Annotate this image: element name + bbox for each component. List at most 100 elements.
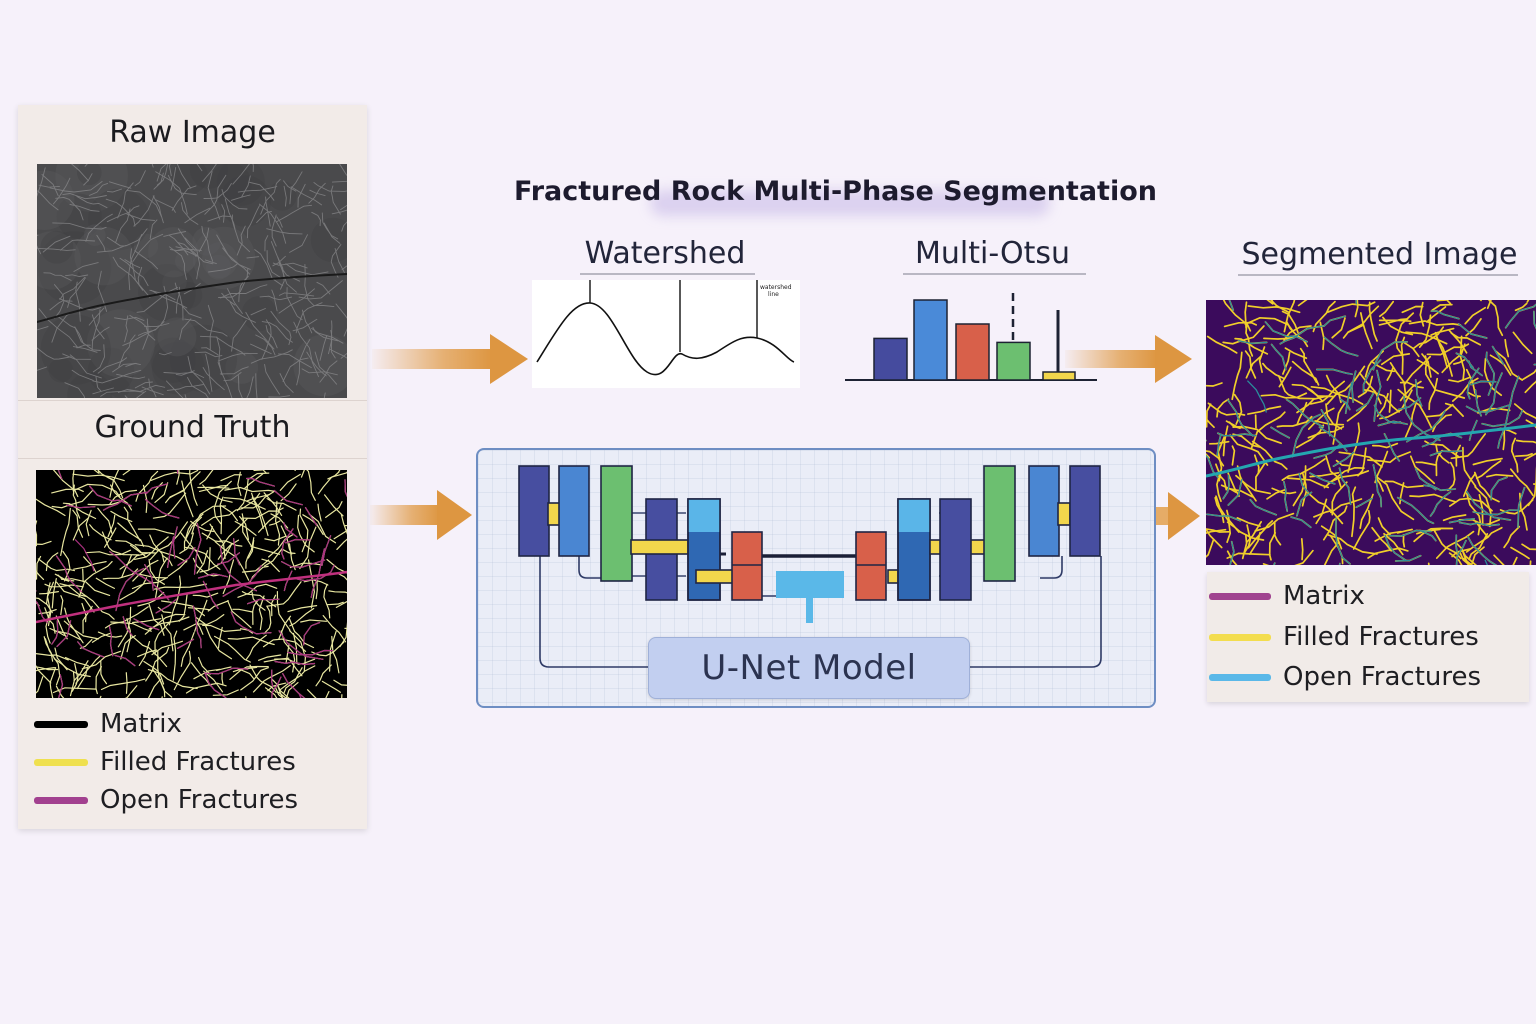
- main-fracture: [1206, 423, 1536, 478]
- decoder-block-3: [939, 498, 972, 601]
- legend-label: Open Fractures: [1283, 662, 1482, 692]
- ground-truth-image: [36, 470, 347, 698]
- ground-truth-title: Ground Truth: [94, 410, 291, 445]
- connection-line: [1040, 556, 1063, 579]
- texture-blob: [48, 357, 74, 383]
- legend-item-open-fractures: Open Fractures: [1209, 662, 1481, 692]
- legend-label: Open Fractures: [100, 785, 299, 815]
- legend-label: Matrix: [1283, 581, 1365, 611]
- legend-label: Filled Fractures: [1283, 622, 1479, 652]
- filled-fractures-swatch: [1209, 633, 1271, 641]
- encoder-block-3: [600, 465, 633, 582]
- histogram-bar: [1042, 371, 1076, 381]
- multi-otsu-title: Multi-Otsu: [914, 236, 1070, 271]
- texture-blob: [56, 193, 102, 239]
- decoder-block-1: [855, 531, 887, 601]
- texture-blob: [192, 227, 221, 256]
- texture-blob: [150, 337, 196, 383]
- legend-item-open-fractures: Open Fractures: [34, 785, 298, 815]
- texture-blob: [225, 351, 259, 384]
- texture-blob: [77, 164, 102, 186]
- bottleneck-stem: [806, 598, 813, 623]
- skip-connection: [539, 556, 648, 668]
- unet-model-label: U-Net Model: [648, 637, 970, 699]
- matrix-swatch: [1209, 592, 1271, 600]
- texture-blob: [169, 324, 238, 393]
- histogram-bar: [996, 341, 1031, 381]
- main-fracture: [36, 570, 347, 624]
- multi-otsu-histogram: [845, 293, 1097, 381]
- arrow-raw-to-watershed: [372, 334, 528, 384]
- decoder-block-6: [1069, 465, 1101, 557]
- texture-blob: [174, 250, 196, 272]
- title-highlight: [650, 190, 1050, 216]
- fracture-network: [36, 470, 347, 698]
- decoder-block-2-top: [898, 499, 930, 532]
- multi-otsu-underline: [903, 273, 1086, 275]
- open-fractures-swatch: [1209, 673, 1271, 681]
- segmented-texture: [1206, 300, 1536, 565]
- texture-blob: [219, 175, 272, 227]
- histogram-bar: [913, 299, 948, 381]
- arrow-gt-to-unet: [370, 490, 472, 540]
- divider: [18, 400, 367, 401]
- encoder-block-1: [518, 465, 550, 557]
- encoder-block-6: [731, 531, 763, 601]
- encoder-block-2: [558, 465, 590, 557]
- texture-blob: [40, 230, 74, 264]
- segmented-image-title: Segmented Image: [1241, 237, 1518, 272]
- segmented-image: [1206, 300, 1536, 565]
- histogram-bar: [955, 323, 990, 381]
- texture-blob: [157, 317, 197, 357]
- legend-label: Filled Fractures: [100, 747, 296, 777]
- segmented-legend: Matrix Filled Fractures Open Fractures: [1207, 572, 1529, 702]
- raw-image-texture: [37, 164, 347, 398]
- ground-truth-texture: [36, 470, 347, 698]
- skip-bridge: [630, 539, 692, 555]
- texture-blob: [37, 170, 75, 230]
- legend-item-matrix: Matrix: [34, 709, 182, 739]
- filled-fractures-swatch: [34, 758, 88, 766]
- texture-blob: [109, 377, 130, 398]
- legend-label: Matrix: [100, 709, 182, 739]
- texture-blob: [172, 164, 208, 195]
- texture-blob: [86, 309, 155, 378]
- texture-blob: [162, 270, 187, 295]
- histogram-bar: [873, 337, 908, 381]
- legend-item-filled-fractures: Filled Fractures: [34, 747, 296, 777]
- unet-architecture: [518, 465, 1102, 668]
- skip-bridge: [1057, 502, 1071, 526]
- decoder-block-4: [983, 465, 1016, 582]
- divider: [18, 458, 367, 459]
- decoder-block-5: [1028, 465, 1060, 557]
- arrow-unet-to-segmented: [1152, 492, 1200, 540]
- texture-blob: [40, 314, 111, 385]
- texture-blob: [74, 226, 133, 286]
- skip-connection: [968, 556, 1102, 668]
- diagram-title: Fractured Rock Multi-Phase Segmentation: [514, 176, 1157, 207]
- texture-blob: [88, 188, 150, 251]
- main-fracture: [37, 273, 347, 323]
- input-panel: Raw Image Ground Truth Matrix Filled Fra…: [18, 105, 367, 829]
- legend-item-matrix: Matrix: [1209, 581, 1365, 611]
- watershed-title: Watershed: [584, 236, 746, 271]
- encoder-block-5-top: [688, 499, 720, 532]
- connection-line: [578, 556, 601, 579]
- arrow-otsu-to-segmented: [1065, 335, 1192, 383]
- bottleneck-block: [776, 571, 844, 598]
- legend-item-filled-fractures: Filled Fractures: [1209, 622, 1479, 652]
- texture-blob: [189, 164, 228, 189]
- fracture-network: [37, 164, 347, 398]
- segmented-underline: [1238, 274, 1518, 276]
- watershed-curve: [536, 302, 795, 376]
- watershed-underline: [580, 273, 755, 275]
- raw-image: [37, 164, 347, 398]
- raw-image-title: Raw Image: [109, 115, 276, 150]
- texture-blob: [201, 242, 238, 279]
- texture-blob: [310, 217, 347, 263]
- open-fractures-swatch: [34, 796, 88, 804]
